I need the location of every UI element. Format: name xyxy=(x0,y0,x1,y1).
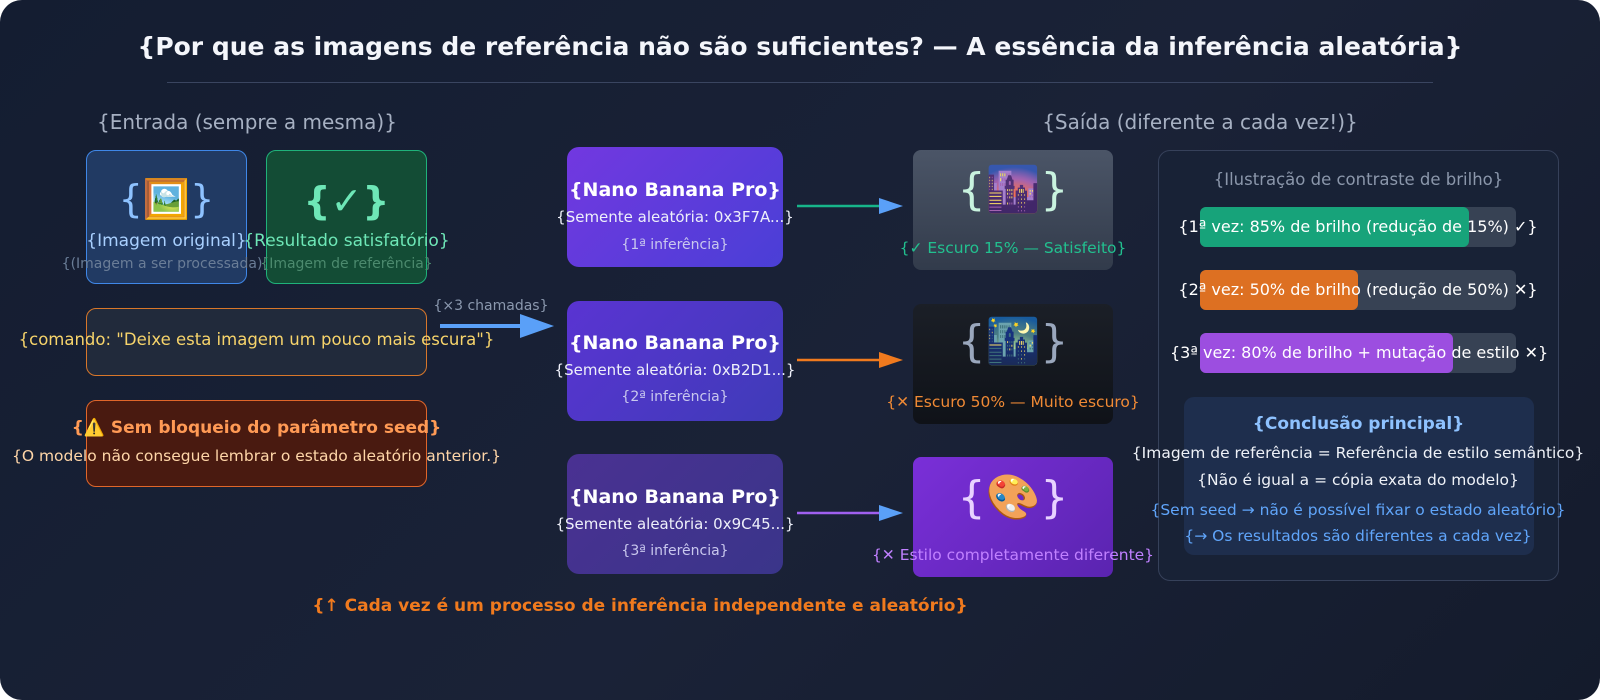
result-1-label: {✓ Escuro 15% — Satisfeito} xyxy=(899,239,1127,257)
model-1-seed: {Semente aleatória: 0x3F7A...} xyxy=(556,208,794,226)
model-2-run: {2ª inferência} xyxy=(621,389,729,405)
city-dusk-icon: {🌆} xyxy=(957,164,1069,215)
output-heading: {Saída (diferente a cada vez!)} xyxy=(1042,110,1358,134)
model-2-seed: {Semente aleatória: 0xB2D1...} xyxy=(554,361,796,379)
brightness-bar-1: {1ª vez: 85% de brilho (redução de 15%) … xyxy=(1178,207,1538,247)
output-arrow-2 xyxy=(797,352,903,368)
input-heading: {Entrada (sempre a mesma)} xyxy=(97,110,397,134)
conclusion-title: {Conclusão principal} xyxy=(1252,414,1465,434)
model-box-2 xyxy=(567,301,783,421)
original-image-tile xyxy=(86,150,247,284)
result-tile-2 xyxy=(913,304,1113,424)
check-icon: {✓} xyxy=(303,179,390,223)
conclusion-line-4: {→ Os resultados são diferentes a cada v… xyxy=(1184,527,1532,545)
result-tile-1 xyxy=(913,150,1113,270)
model-2-name: {Nano Banana Pro} xyxy=(569,332,781,354)
reference-image-tile xyxy=(266,150,427,284)
input-arrow xyxy=(440,314,554,338)
model-3-seed: {Semente aleatória: 0x9C45...} xyxy=(555,515,795,533)
output-arrow-3 xyxy=(797,505,903,521)
prompt-text: {comando: "Deixe esta imagem um pouco ma… xyxy=(18,330,495,349)
night-city-icon: {🌃} xyxy=(957,316,1069,367)
original-image-label: {Imagem original} xyxy=(86,231,247,251)
model-1-run: {1ª inferência} xyxy=(621,237,729,253)
brightness-bar-1-fill xyxy=(1200,207,1469,247)
reference-image-sub: {Imagem de referência} xyxy=(260,256,433,272)
brightness-bar-2-label: {2ª vez: 50% de brilho (redução de 50%) … xyxy=(1178,280,1538,299)
model-3-run: {3ª inferência} xyxy=(621,543,729,559)
original-image-sub: {(Imagem a ser processada)} xyxy=(61,256,272,272)
prompt-box xyxy=(86,308,427,376)
result-tile-3 xyxy=(913,457,1113,577)
brightness-bar-3: {3ª vez: 80% de brilho + mutação de esti… xyxy=(1170,333,1548,373)
brightness-bar-1-label: {1ª vez: 85% de brilho (redução de 15%) … xyxy=(1178,217,1538,236)
model-1-name: {Nano Banana Pro} xyxy=(569,179,781,201)
brightness-bar-2: {2ª vez: 50% de brilho (redução de 50%) … xyxy=(1178,270,1538,310)
output-arrow-1 xyxy=(797,198,903,214)
conclusion-line-1: {Imagem de referência = Referência de es… xyxy=(1131,444,1585,462)
page-title: {Por que as imagens de referência não sã… xyxy=(137,32,1463,61)
reference-image-label: {Resultado satisfatório} xyxy=(243,231,450,251)
conclusion-line-2: {Não é igual a = cópia exata do modelo} xyxy=(1197,471,1519,489)
brightness-bar-3-fill xyxy=(1200,333,1453,373)
warning-title: {⚠️ Sem bloqueio do parâmetro seed} xyxy=(71,418,442,438)
model-box-3 xyxy=(567,454,783,574)
result-3-label: {✕ Estilo completamente diferente} xyxy=(871,546,1155,564)
warning-text: {O modelo não consegue lembrar o estado … xyxy=(11,447,502,465)
model-box-1 xyxy=(567,147,783,267)
brightness-bar-3-label: {3ª vez: 80% de brilho + mutação de esti… xyxy=(1170,343,1549,362)
conclusion-box xyxy=(1184,397,1534,555)
warning-box xyxy=(86,400,427,487)
brightness-bar-2-fill xyxy=(1200,270,1358,310)
calls-label: {×3 chamadas} xyxy=(433,298,549,314)
model-3-name: {Nano Banana Pro} xyxy=(569,486,781,508)
artist-palette-icon: {🎨} xyxy=(957,472,1069,523)
conclusion-line-3: {Sem seed → não é possível fixar o estad… xyxy=(1150,501,1566,519)
brightness-heading: {Ilustração de contraste de brilho} xyxy=(1213,170,1504,189)
footer-note: {↑ Cada vez é um processo de inferência … xyxy=(312,596,968,616)
framed-picture-icon: {🖼️} xyxy=(118,177,215,221)
title-divider xyxy=(167,82,1433,83)
result-2-label: {✕ Escuro 50% — Muito escuro} xyxy=(886,393,1140,411)
